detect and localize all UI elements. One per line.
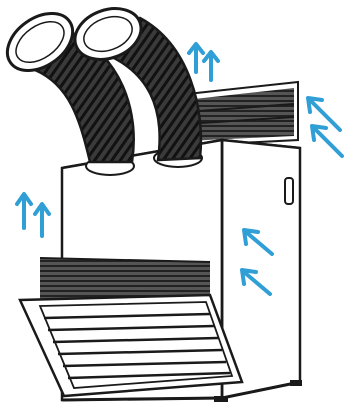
front-louver-panel <box>20 295 242 396</box>
airflow-arrows-left <box>17 194 49 236</box>
diagonal-arrow-icon <box>312 126 342 156</box>
airflow-arrows-right <box>308 98 342 156</box>
up-arrow-icon <box>189 44 203 72</box>
up-arrow-icon <box>17 194 31 228</box>
up-arrow-icon <box>204 52 218 80</box>
airflow-arrows-top <box>189 44 218 80</box>
up-arrow-icon <box>35 204 49 236</box>
foot <box>214 396 228 402</box>
side-handle <box>285 178 293 204</box>
foot <box>290 380 302 386</box>
